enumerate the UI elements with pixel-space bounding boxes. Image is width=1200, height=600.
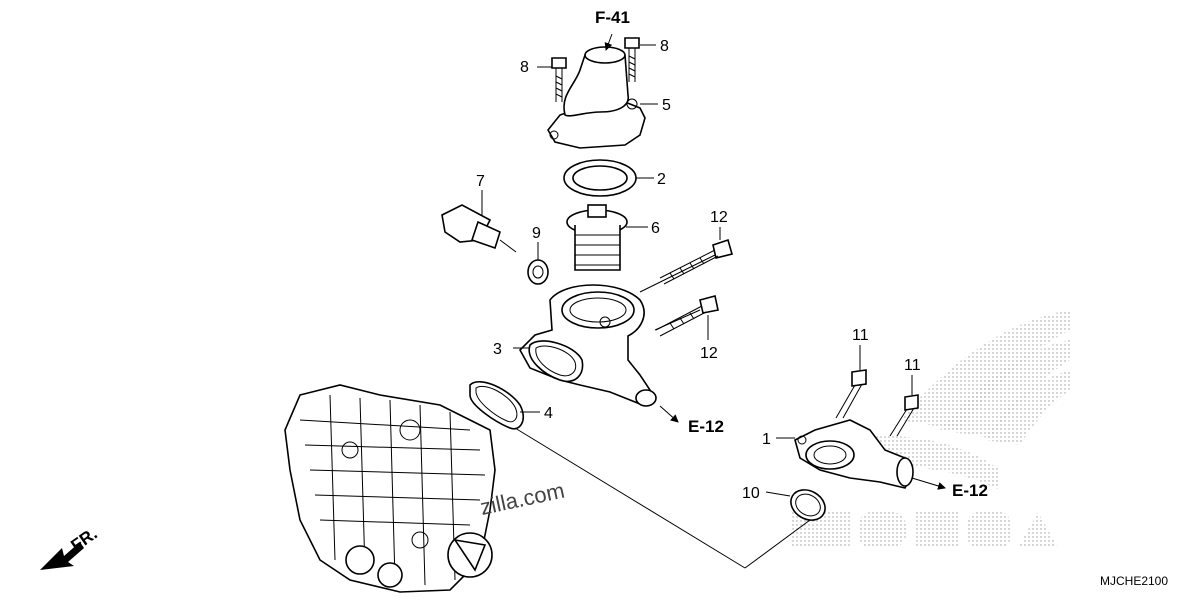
bolt-11-left [835, 369, 867, 419]
reference-f-41: F-41 [595, 8, 630, 27]
part-10-o-ring [790, 489, 826, 521]
callout-11-left: 11 [852, 327, 869, 344]
part-1-water-joint [794, 419, 914, 489]
callout-8-right: 8 [660, 38, 669, 55]
callout-3: 3 [493, 341, 502, 358]
callout-6: 6 [651, 220, 660, 237]
callout-12-lower: 12 [700, 345, 718, 362]
part-9-washer [527, 259, 549, 285]
reference-e-12-center: E-12 [688, 417, 724, 436]
bolt-8-right [624, 37, 640, 82]
bolt-11-right [889, 394, 919, 437]
callout-8-left: 8 [520, 59, 529, 76]
part-2-seal [563, 159, 637, 197]
honda-logo-letters [790, 512, 1058, 548]
part-6-thermostat [566, 204, 628, 271]
part-7-temperature-sensor [441, 204, 517, 253]
part-4-gasket [469, 380, 525, 430]
callout-11-right: 11 [904, 357, 921, 374]
engine-block [284, 384, 496, 593]
callout-labels: 8 8 5 2 7 6 9 12 12 3 4 11 11 1 10 [476, 38, 921, 502]
callout-10: 10 [742, 485, 760, 502]
bolt-8-left [551, 57, 567, 102]
bolt-12-lower [655, 295, 719, 337]
callout-12-upper: 12 [710, 209, 728, 226]
callout-7: 7 [476, 173, 485, 190]
part-3-thermostat-housing [519, 284, 657, 407]
leader-lines [481, 33, 946, 569]
reference-e-12-right: E-12 [952, 481, 988, 500]
callout-5: 5 [662, 97, 671, 114]
drawing-code: MJCHE2100 [1100, 574, 1168, 588]
part-5-thermostat-cover [547, 46, 646, 149]
front-direction-arrow: FR. [40, 524, 101, 570]
callout-4: 4 [544, 405, 553, 422]
callout-2: 2 [657, 171, 666, 188]
bolt-12-upper [659, 238, 733, 285]
callout-1: 1 [762, 431, 771, 448]
reference-labels: F-41 E-12 E-12 [595, 8, 988, 500]
callout-9: 9 [532, 225, 541, 242]
